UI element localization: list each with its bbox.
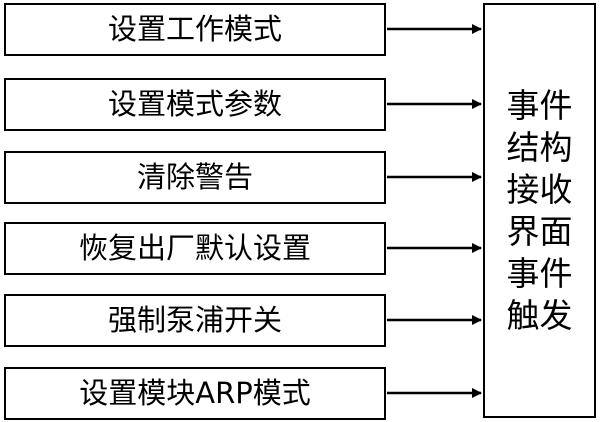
box-label: 设置模块ARP模式: [79, 376, 311, 410]
right-box-line: 接收: [506, 169, 573, 209]
right-box-line: 事件: [506, 253, 573, 293]
box-label: 清除警告: [136, 160, 253, 194]
event-structure-box: 事件 结构 接收 界面 事件 触发: [483, 3, 596, 418]
box-clear-warning: 清除警告: [4, 151, 386, 204]
right-box-line: 界面: [506, 211, 573, 251]
box-set-module-arp-mode: 设置模块ARP模式: [4, 367, 386, 420]
box-label: 设置模式参数: [107, 87, 282, 121]
box-restore-factory-defaults: 恢复出厂默认设置: [4, 222, 386, 275]
box-set-work-mode: 设置工作模式: [4, 3, 386, 56]
box-label: 设置工作模式: [107, 12, 282, 46]
box-label: 强制泵浦开关: [107, 303, 282, 337]
box-label: 恢复出厂默认设置: [78, 231, 311, 265]
right-box-line: 事件: [506, 85, 573, 125]
box-force-pump-switch: 强制泵浦开关: [4, 294, 386, 347]
box-set-mode-params: 设置模式参数: [4, 78, 386, 131]
right-box-line: 结构: [506, 127, 573, 167]
right-box-line: 触发: [506, 295, 573, 335]
